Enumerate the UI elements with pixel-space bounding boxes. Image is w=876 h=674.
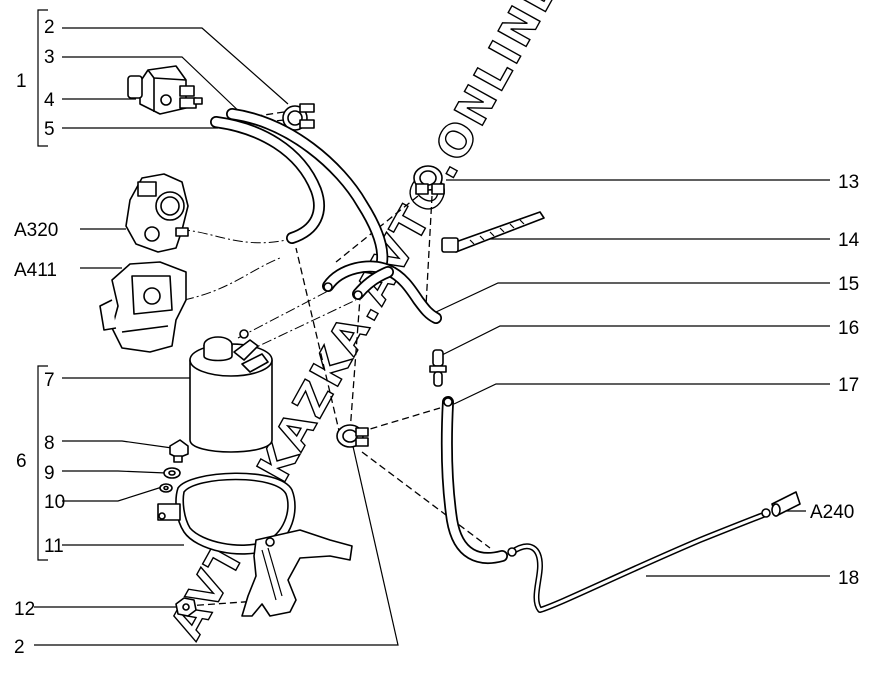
label-part-13: 13 — [838, 172, 859, 193]
connector-16 — [429, 349, 447, 387]
label-part-11: 11 — [44, 536, 64, 557]
canister-bracket-11 — [157, 472, 353, 617]
intake-manifold — [99, 261, 187, 353]
vapor-hose-5 — [210, 116, 325, 244]
hose-clamp-bottom — [336, 424, 369, 448]
tube-end-a240 — [771, 491, 801, 517]
label-part-9: 9 — [44, 463, 55, 484]
label-part-15: 15 — [838, 274, 859, 295]
throttle-body — [125, 173, 189, 253]
vapor-hose-17 — [440, 396, 508, 565]
label-part-16: 16 — [838, 318, 859, 339]
label-part-2-top: 2 — [44, 17, 55, 38]
label-a240: A240 — [810, 502, 854, 523]
label-part-17: 17 — [838, 375, 859, 396]
fuel-tank-pipe-18 — [507, 508, 771, 613]
vapor-hose-15 — [322, 260, 442, 324]
activated-carbon-canister — [189, 329, 273, 453]
label-group-1: 1 — [16, 71, 27, 92]
label-part-4: 4 — [44, 90, 55, 111]
spring-washer-10 — [159, 483, 173, 493]
label-a411: A411 — [14, 260, 57, 281]
label-part-5: 5 — [44, 119, 55, 140]
label-part-14: 14 — [838, 230, 860, 251]
label-part-8: 8 — [44, 433, 55, 454]
label-part-18: 18 — [838, 568, 859, 589]
label-part-12: 12 — [14, 599, 35, 620]
leader-lines — [34, 27, 830, 646]
group-6-bracket — [37, 365, 48, 561]
bolt-8 — [169, 439, 189, 463]
label-part-7: 7 — [44, 370, 55, 391]
label-group-6: 6 — [16, 451, 27, 472]
group-1-bracket — [37, 9, 48, 147]
washer-9 — [163, 467, 181, 479]
label-a320: A320 — [14, 220, 58, 241]
cable-tie-14 — [441, 211, 545, 253]
hose-clamp-top — [282, 103, 315, 131]
label-part-2-bottom: 2 — [14, 637, 25, 658]
nut-12 — [175, 597, 197, 617]
solenoid-valve — [127, 65, 203, 115]
hose-clamp-13 — [413, 165, 445, 195]
label-part-10: 10 — [44, 492, 65, 513]
label-part-3: 3 — [44, 47, 55, 68]
vapor-hose-3 — [226, 108, 389, 268]
